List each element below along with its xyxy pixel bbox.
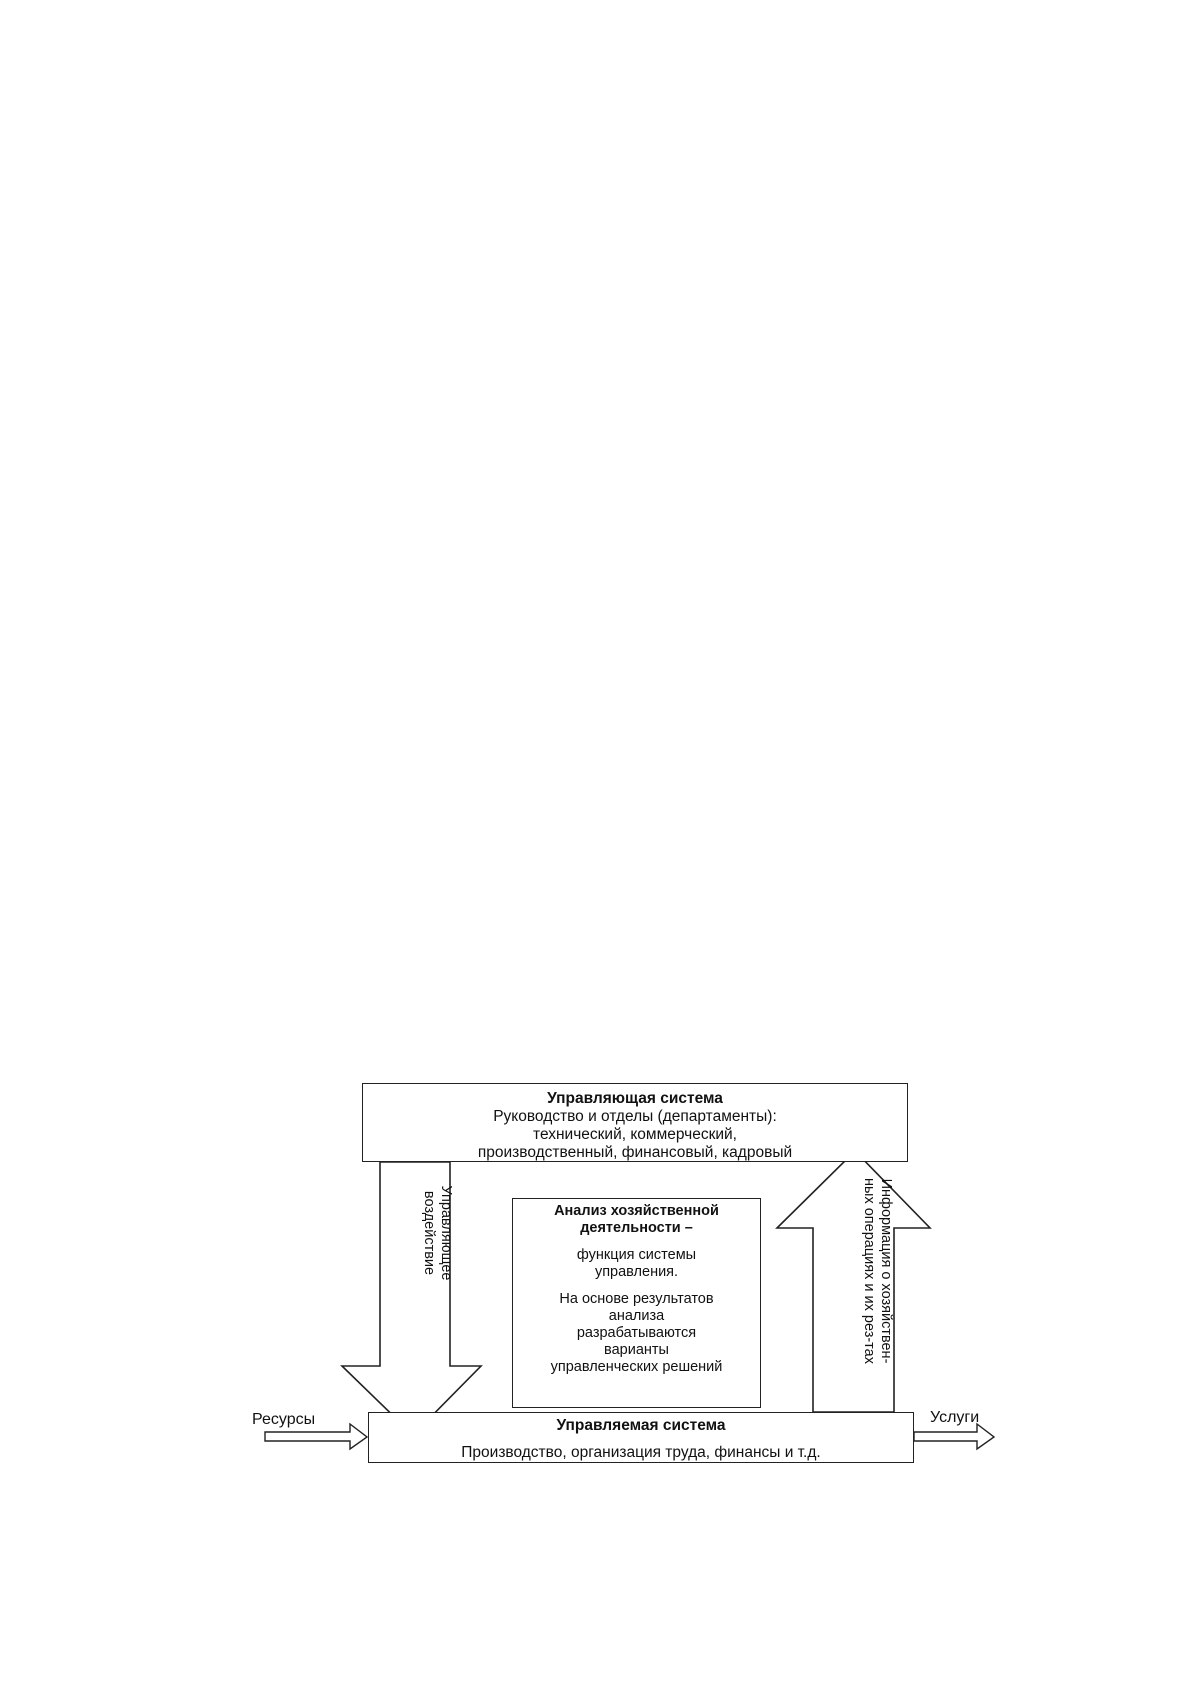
- analysis-result-line-5: управленческих решений: [550, 1359, 723, 1375]
- managed-system-box: Управляемая система Производство, органи…: [368, 1412, 914, 1463]
- services-label: Услуги: [930, 1409, 980, 1426]
- analysis-result-line-2: анализа: [608, 1308, 665, 1324]
- controlling-system-box: Управляющая система Руководство и отделы…: [362, 1083, 908, 1162]
- analysis-title-line-1: Анализ хозяйственной: [554, 1203, 719, 1219]
- information-arrow: [775, 1149, 932, 1413]
- resources-arrow: [264, 1422, 369, 1451]
- analysis-result-line-4: варианты: [604, 1342, 669, 1358]
- analysis-box: Анализ хозяйственной деятельности – функ…: [512, 1198, 761, 1408]
- information-label: Информация о хозяйствен- ных операциях и…: [860, 1121, 894, 1421]
- analysis-function-line-2: управления.: [594, 1264, 679, 1280]
- analysis-result-line-3: разрабатываются: [576, 1325, 697, 1341]
- control-action-line-1: Управляющее: [438, 1185, 454, 1281]
- information-line-2: ных операциях и их рез-тах: [861, 1178, 877, 1364]
- analysis-result-line-1: На основе результатов: [559, 1291, 714, 1307]
- analysis-function-line-1: функция системы: [576, 1247, 697, 1263]
- information-line-1: Информация о хозяйствен-: [878, 1178, 894, 1364]
- managed-system-subtitle: Производство, организация труда, финансы…: [461, 1444, 821, 1461]
- resources-label: Ресурсы: [252, 1411, 316, 1428]
- control-action-line-2: воздействие: [421, 1190, 437, 1276]
- controlling-system-line-2: технический, коммерческий,: [533, 1126, 737, 1143]
- control-action-arrow: [340, 1161, 483, 1437]
- controlling-system-title: Управляющая система: [547, 1090, 723, 1107]
- controlling-system-line-3: производственный, финансовый, кадровый: [477, 1144, 793, 1161]
- services-arrow: [913, 1422, 996, 1451]
- analysis-title-line-2: деятельности –: [580, 1220, 693, 1236]
- managed-system-title: Управляемая система: [556, 1417, 726, 1434]
- controlling-system-line-1: Руководство и отделы (департаменты):: [493, 1108, 777, 1125]
- control-action-label: Управляющее воздействие: [420, 1108, 454, 1358]
